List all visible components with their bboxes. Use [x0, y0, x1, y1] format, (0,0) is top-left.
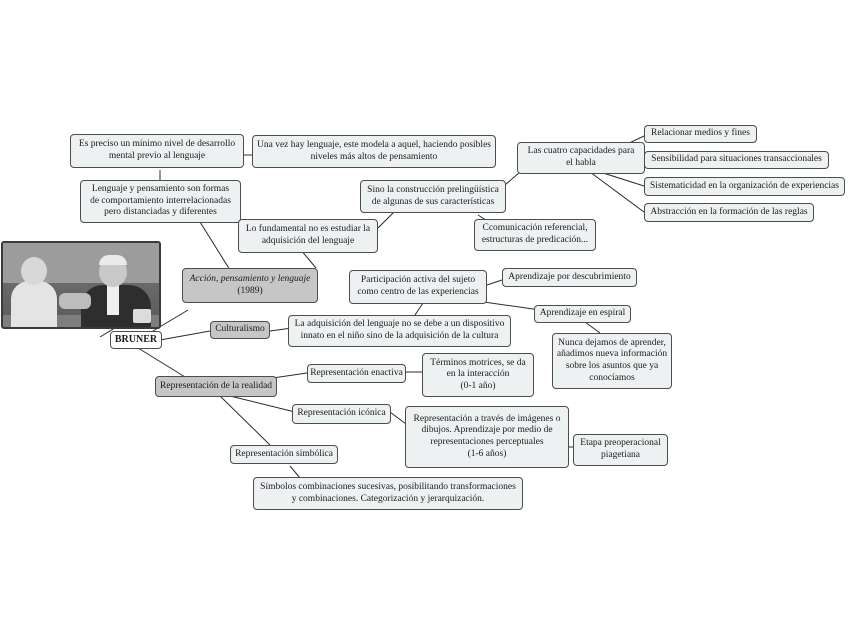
node-text: pero distanciadas y diferentes	[104, 207, 217, 219]
node-aprendizaje-espiral[interactable]: Aprendizaje en espiral	[534, 305, 631, 323]
node-text: el habla	[566, 158, 596, 170]
node-text: Participación activa del sujeto	[361, 275, 475, 287]
node-text: Representación a través de imágenes o	[414, 414, 561, 426]
bruner-photo	[1, 241, 161, 329]
node-text: conocíamos	[589, 373, 634, 385]
node-text: sobre los asuntos que ya	[566, 361, 658, 373]
node-text: Una vez hay lenguaje, este modela a aque…	[257, 140, 491, 152]
node-participacion-activa[interactable]: Participación activa del sujeto como cen…	[349, 270, 487, 304]
node-text: innato en el niño sino de la adquisición…	[301, 331, 499, 343]
node-text: (1-6 años)	[468, 449, 507, 461]
node-text: piagetiana	[601, 450, 640, 462]
node-minimo-nivel[interactable]: Es preciso un mínimo nivel de desarrollo…	[70, 134, 244, 168]
edge	[200, 222, 230, 270]
node-text: (1989)	[237, 286, 262, 298]
node-text: Lenguaje y pensamiento son formas	[92, 184, 229, 196]
edge	[590, 172, 644, 212]
edge	[505, 172, 520, 185]
node-text: representaciones perceptuales	[430, 437, 543, 449]
node-text: como centro de las experiencias	[357, 287, 478, 299]
node-representacion-realidad[interactable]: Representación de la realidad	[155, 376, 277, 397]
edge	[585, 322, 600, 333]
edge	[230, 396, 295, 412]
node-imagenes-dibujos[interactable]: Representación a través de imágenes o di…	[405, 406, 569, 468]
node-nunca-dejamos[interactable]: Nunca dejamos de aprender, añadimos nuev…	[552, 333, 672, 389]
node-cuatro-capacidades[interactable]: Las cuatro capacidades para el habla	[517, 142, 645, 174]
node-text: añadimos nueva información	[557, 349, 667, 361]
node-aprendizaje-descubrimiento[interactable]: Aprendizaje por descubrimiento	[502, 268, 637, 287]
node-terminos-motrices[interactable]: Términos motrices, se da en la interacci…	[422, 353, 534, 397]
node-accion-pensamiento-lenguaje[interactable]: Acción, pensamiento y lenguaje (1989)	[182, 268, 318, 303]
node-representacion-enactiva[interactable]: Representación enactiva	[307, 364, 406, 383]
node-text: niveles más altos de pensamiento	[311, 152, 438, 164]
node-abstraccion[interactable]: Abstracción en la formación de las regla…	[644, 203, 814, 222]
node-text: de algunas de sus características	[372, 197, 494, 209]
node-representacion-simbolica[interactable]: Representación simbólica	[230, 445, 338, 464]
node-text: de comportamiento interrelacionadas	[90, 196, 231, 208]
node-bruner[interactable]: BRUNER	[110, 331, 162, 349]
edge	[390, 412, 406, 424]
node-simbolos-combinaciones[interactable]: Símbolos combinaciones sucesivas, posibi…	[253, 477, 523, 510]
node-sistematicidad[interactable]: Sistematicidad en la organización de exp…	[644, 177, 845, 196]
edge	[487, 280, 502, 285]
node-text: (0-1 año)	[460, 381, 495, 393]
node-sensibilidad[interactable]: Sensibilidad para situaciones transaccio…	[644, 151, 829, 169]
node-text: en la interacción	[447, 369, 510, 381]
edge	[220, 396, 270, 445]
edge	[160, 331, 210, 340]
node-culturalismo[interactable]: Culturalismo	[210, 321, 270, 339]
node-text: estructuras de predicación...	[482, 235, 588, 247]
node-text: Nunca dejamos de aprender,	[558, 338, 666, 350]
node-text: Acción, pensamiento y lenguaje	[190, 274, 311, 286]
node-etapa-preoperacional[interactable]: Etapa preoperacional piagetiana	[573, 434, 668, 466]
node-adquisicion-lenguaje[interactable]: La adquisición del lenguaje no se debe a…	[288, 315, 511, 347]
node-text: mental previo al lenguaje	[109, 151, 205, 163]
node-text: La adquisición del lenguaje no se debe a…	[295, 319, 505, 331]
node-relacionar-medios[interactable]: Relacionar medios y fines	[644, 125, 757, 143]
node-text: Símbolos combinaciones sucesivas, posibi…	[260, 482, 516, 494]
node-text: adquisición del lenguaje	[262, 236, 354, 248]
node-formas-comportamiento[interactable]: Lenguaje y pensamiento son formas de com…	[80, 180, 241, 223]
node-text: Lo fundamental no es estudiar la	[246, 224, 370, 236]
node-construccion-prelinguistica[interactable]: Sino la construcción prelingüística de a…	[360, 180, 506, 213]
node-lo-fundamental[interactable]: Lo fundamental no es estudiar la adquisi…	[238, 219, 378, 253]
node-text: Etapa preoperacional	[580, 438, 660, 450]
node-una-vez-lenguaje[interactable]: Una vez hay lenguaje, este modela a aque…	[252, 135, 496, 168]
node-text: y combinaciones. Categorización y jerarq…	[292, 494, 485, 506]
node-text: dibujos. Aprendizaje por medio de	[421, 425, 552, 437]
node-ccomunicacion-referencial[interactable]: Ccomunicación referencial, estructuras d…	[474, 219, 596, 251]
node-text: Términos motrices, se da	[430, 358, 526, 370]
node-text: Sino la construcción prelingüística	[367, 185, 499, 197]
node-text: Ccomunicación referencial,	[483, 223, 588, 235]
node-text: Es preciso un mínimo nivel de desarrollo	[79, 139, 235, 151]
node-representacion-iconica[interactable]: Representación icónica	[292, 404, 391, 424]
node-text: Las cuatro capacidades para	[528, 146, 635, 158]
